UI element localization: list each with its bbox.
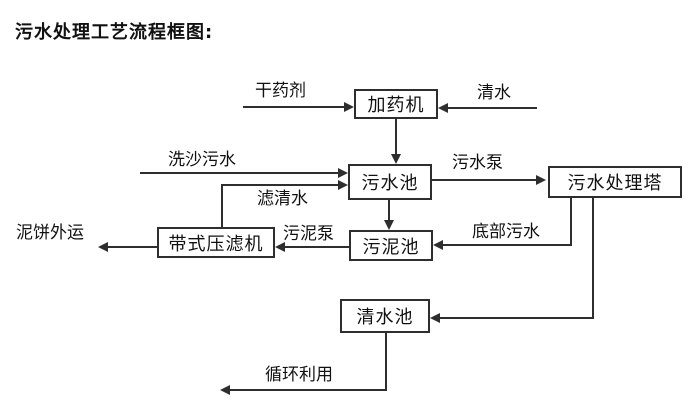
label-sludge-pump: 污泥泵: [283, 224, 334, 244]
edge-tower-to-clean-riser: [592, 198, 594, 319]
edge-sewage-to-sludge-line: [388, 200, 390, 221]
label-sand-wash-sewage: 洗沙污水: [168, 150, 236, 170]
node-treatment-tower: 污水处理塔: [548, 166, 682, 198]
arrowhead-left-icon: [98, 242, 108, 252]
node-belt-filter-press: 带式压滤机: [157, 227, 275, 258]
edge-dry-agent-line: [243, 106, 345, 108]
arrowhead-left-icon: [220, 385, 230, 395]
label-bottom-sewage: 底部污水: [472, 222, 540, 242]
edge-recycling-riser: [385, 333, 387, 391]
arrowhead-left-icon: [275, 242, 285, 252]
edge-tower-to-clean-line: [440, 317, 594, 319]
edge-bottom-sewage-line: [443, 244, 572, 246]
page-title: 污水处理工艺流程框图:: [15, 22, 214, 43]
arrowhead-down-icon: [391, 154, 401, 164]
edge-filtered-water-riser: [221, 184, 223, 227]
edge-dosing-to-sewage-line: [395, 119, 397, 155]
arrowhead-left-icon: [438, 103, 448, 113]
arrowhead-right-icon: [344, 102, 354, 112]
label-dry-agent: 干药剂: [255, 81, 306, 101]
node-dosing-machine: 加药机: [354, 89, 438, 119]
edge-recycling-line: [230, 389, 387, 391]
arrowhead-right-icon: [338, 180, 348, 190]
label-sewage-pump: 污水泵: [452, 153, 503, 173]
arrowhead-right-icon: [536, 175, 546, 185]
edge-sand-wash-line: [140, 172, 338, 174]
node-sewage-pool: 污水池: [348, 164, 432, 200]
arrowhead-right-icon: [338, 168, 348, 178]
label-mud-cake-outbound: 泥饼外运: [16, 223, 84, 243]
label-clean-water: 清水: [477, 83, 511, 103]
label-recycling-use: 循环利用: [265, 365, 333, 385]
node-sludge-pool: 污泥池: [349, 230, 433, 261]
edge-sewage-pump-line: [432, 179, 536, 181]
label-filtered-water: 滤清水: [257, 189, 308, 209]
edge-sludge-pump-line: [285, 246, 349, 248]
node-clean-water-pool: 清水池: [340, 299, 430, 333]
edge-clean-water-line: [448, 107, 537, 109]
arrowhead-down-icon: [384, 220, 394, 230]
edge-mud-cake-line: [108, 246, 157, 248]
edge-filtered-water-line: [221, 184, 338, 186]
edge-bottom-sewage-riser: [570, 198, 572, 246]
arrowhead-left-icon: [430, 313, 440, 323]
arrowhead-left-icon: [433, 240, 443, 250]
